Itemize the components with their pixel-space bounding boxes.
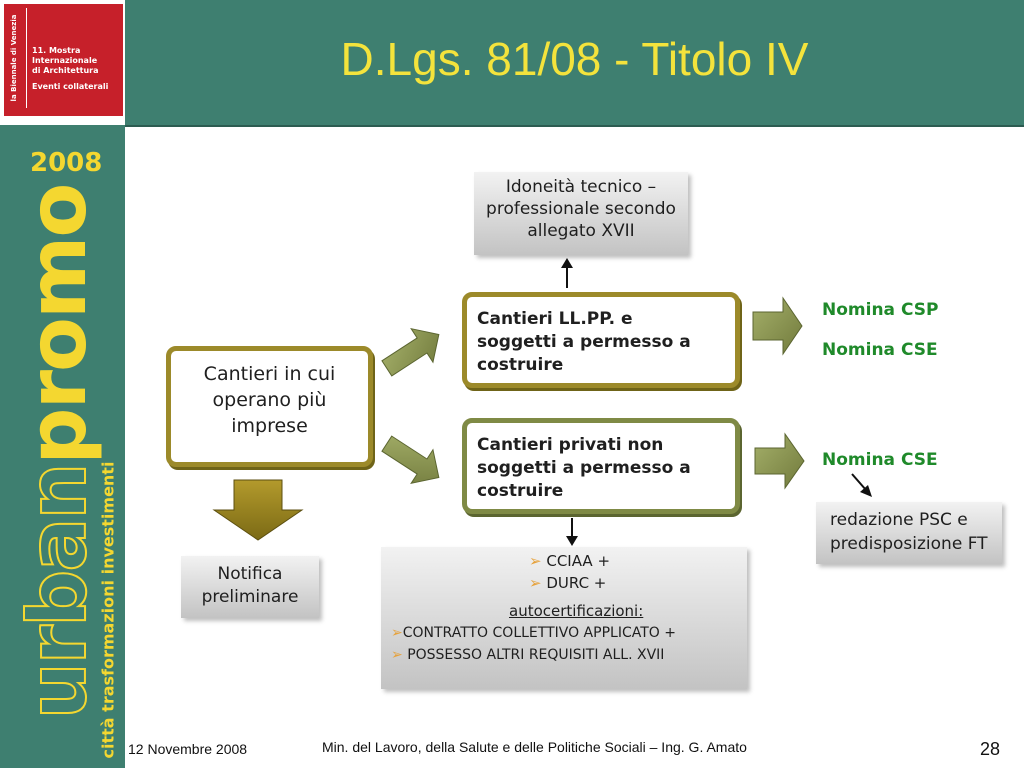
public-works-line-1: Cantieri LL.PP. e <box>477 309 633 329</box>
requirement-item: ➢CONTRATTO COLLETTIVO APPLICATO + <box>381 622 747 644</box>
arrow-right-up-icon <box>381 327 440 377</box>
start-box-line-3: imprese <box>231 415 308 437</box>
idoneita-line-1: Idoneità tecnico – <box>505 177 657 197</box>
requirements-heading: autocertificazioni: <box>509 602 644 620</box>
bullet-arrow-icon: ➢ <box>391 647 403 663</box>
brand-word-solid: promo <box>11 184 104 465</box>
requirement-cciaa: CCIAA + <box>546 552 611 570</box>
redazione-box: redazione PSC e predisposizione FT <box>816 502 1002 564</box>
page-number: 28 <box>980 739 1001 759</box>
notifica-line-1: Notifica <box>217 564 283 584</box>
bullet-arrow-icon: ➢ <box>391 625 403 641</box>
arrow-diagonal-icon <box>851 473 872 497</box>
idoneita-line-2: professionale secondo <box>486 199 676 219</box>
public-works-line-3: costruire <box>477 355 564 375</box>
header-bar <box>125 0 1024 127</box>
biennale-logo: la Biennale di Venezia 11. Mostra Intern… <box>0 0 125 125</box>
bullet-arrow-icon: ➢ <box>529 552 542 570</box>
arrow-right-down-icon <box>381 435 440 485</box>
biennale-logo-vertical-text: la Biennale di Venezia <box>10 14 18 102</box>
arrow-right-icon <box>752 296 803 356</box>
notifica-line-2: preliminare <box>201 587 299 607</box>
biennale-logo-divider <box>26 8 27 108</box>
requirements-box: ➢ CCIAA + ➢ DURC + autocertificazioni: ➢… <box>381 547 747 689</box>
biennale-logo-line-3: di Architettura <box>32 66 99 75</box>
requirement-item: ➢ POSSESSO ALTRI REQUISITI ALL. XVII <box>381 644 747 666</box>
idoneita-line-3: allegato XVII <box>527 221 635 241</box>
requirement-possesso: POSSESSO ALTRI REQUISITI ALL. XVII <box>407 647 665 663</box>
slide-title: D.Lgs. 81/08 - Titolo IV <box>340 33 809 85</box>
redazione-line-2: predisposizione FT <box>830 534 988 554</box>
sidebar-brand-panel <box>0 0 125 768</box>
biennale-logo-line-4: Eventi collaterali <box>32 82 109 91</box>
brand-wordmark: urbanpromo <box>10 185 105 721</box>
brand-tagline: città trasformazioni investimenti <box>98 461 118 759</box>
private-works-line-2: soggetti a permesso a <box>477 458 691 478</box>
biennale-logo-background <box>4 4 123 116</box>
footer-date: 12 Novembre 2008 <box>128 741 248 757</box>
brand-year: 2008 <box>30 148 103 178</box>
bullet-arrow-icon: ➢ <box>529 574 542 592</box>
brand-word-outline: urban <box>10 464 105 721</box>
arrow-down-block-icon <box>212 479 304 541</box>
private-works-line-3: costruire <box>477 481 564 501</box>
private-works-line-1: Cantieri privati non <box>477 435 664 455</box>
arrow-up-icon <box>561 258 573 288</box>
biennale-logo-line-1: 11. Mostra <box>32 46 81 55</box>
nomina-csp-label: Nomina CSP <box>822 300 939 320</box>
requirement-durc: DURC + <box>546 574 607 592</box>
redazione-line-1: redazione PSC e <box>830 510 968 530</box>
idoneita-box: Idoneità tecnico – professionale secondo… <box>474 172 688 255</box>
start-box-line-2: operano più <box>212 389 327 411</box>
public-works-line-2: soggetti a permesso a <box>477 332 691 352</box>
requirement-item: ➢ DURC + <box>381 572 747 594</box>
arrow-right-icon <box>754 432 805 490</box>
footer-credits: Min. del Lavoro, della Salute e delle Po… <box>322 739 747 755</box>
private-works-box: Cantieri privati non soggetti a permesso… <box>462 418 740 514</box>
notifica-box: Notifica preliminare <box>181 556 319 618</box>
nomina-cse-label: Nomina CSE <box>822 340 938 360</box>
biennale-logo-line-2: Internazionale <box>32 56 98 65</box>
arrow-down-icon <box>566 518 578 546</box>
nomina-cse-private-label: Nomina CSE <box>822 450 938 470</box>
public-works-box: Cantieri LL.PP. e soggetti a permesso a … <box>462 292 740 388</box>
requirement-item: ➢ CCIAA + <box>381 550 747 572</box>
requirement-contratto: CONTRATTO COLLETTIVO APPLICATO + <box>402 625 676 641</box>
start-box-multiple-companies: Cantieri in cui operano più imprese <box>166 346 373 467</box>
start-box-line-1: Cantieri in cui <box>203 363 336 385</box>
